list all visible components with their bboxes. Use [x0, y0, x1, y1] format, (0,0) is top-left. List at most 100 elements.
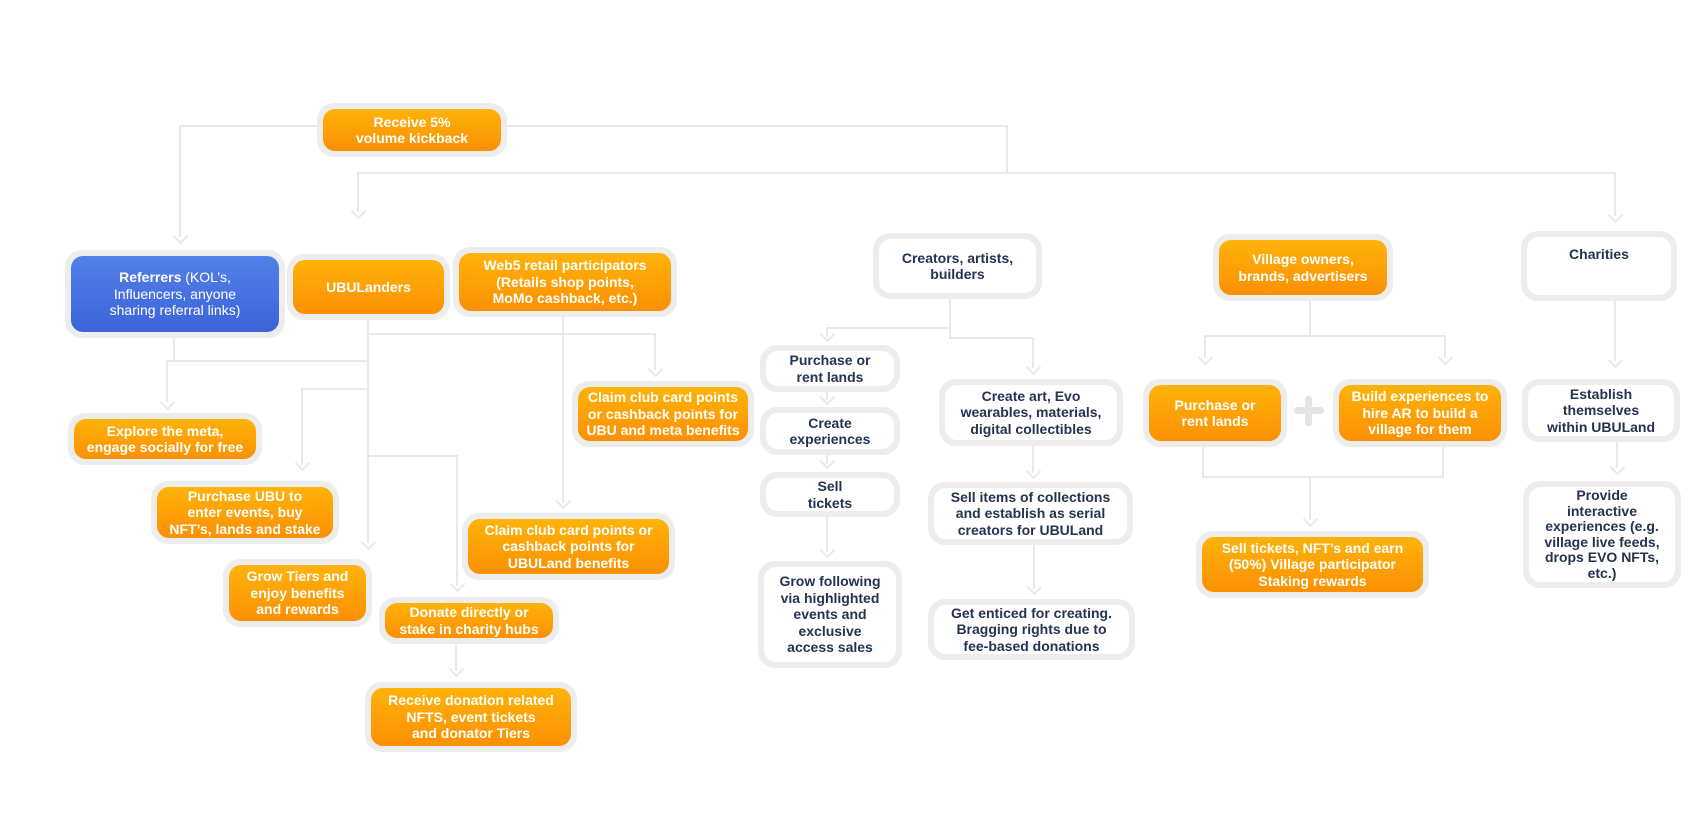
node-claim-ubuland-line: Claim club card points or [484, 521, 653, 538]
node-create-art-line: Create art, Evo [981, 387, 1081, 404]
node-create-experiences-line: experiences [789, 431, 871, 447]
node-establish-ubuland-line: within UBULand [1546, 418, 1656, 435]
connector-line [949, 337, 1034, 339]
node-sell-tickets-line: Sell [817, 478, 843, 494]
arrowhead-down-icon [819, 389, 836, 406]
node-receive-kickback-line: Receive 5% [373, 113, 451, 130]
node-provide-experiences-line: experiences (e.g. [1545, 518, 1659, 534]
node-grow-tiers-line: and rewards [256, 601, 339, 618]
node-purchase-lands-village-line: rent lands [1181, 413, 1249, 429]
node-build-experiences-line: hire AR to build a [1362, 404, 1478, 421]
connector-line [1204, 335, 1446, 337]
connector-line [1309, 301, 1311, 335]
arrowhead-down-icon [360, 534, 377, 551]
connector-line [166, 360, 368, 362]
node-explore-meta: Explore the meta,engage socially for fre… [68, 413, 262, 465]
connector-line [1204, 335, 1206, 358]
node-explore-meta-line: engage socially for free [86, 439, 244, 455]
node-provide-experiences-line: village live feeds, [1544, 533, 1660, 550]
node-sell-items-line: Sell items of collections [950, 488, 1111, 505]
connector-line [455, 645, 457, 671]
node-claim-ubu-meta-line: UBU and meta benefits [586, 422, 740, 439]
connector-line [507, 125, 1007, 127]
connector-line [826, 327, 951, 329]
node-sell-tickets-line: tickets [807, 494, 853, 511]
arrowhead-down-icon [819, 542, 836, 559]
node-get-enticed-line: Bragging rights due to [956, 621, 1107, 638]
node-referrers-segment: Referrers [119, 269, 182, 286]
node-web5-retail-line: Web5 retail participators [483, 257, 647, 274]
node-purchase-lands-creators-line: Purchase or [789, 352, 871, 368]
node-provide-experiences-line: etc.) [1587, 564, 1617, 581]
node-referrers-segment: Influencers, anyone [113, 285, 237, 302]
connector-line [562, 317, 564, 503]
node-charities-body: Charities [1527, 237, 1671, 295]
node-purchase-ubu-line: enter events, buy [187, 504, 303, 521]
connector-line [826, 455, 828, 464]
node-get-enticed-line: fee-based donations [963, 637, 1100, 654]
plus-icon-vbar [1305, 396, 1312, 426]
node-web5-retail-line: MoMo cashback, etc.) [492, 290, 638, 307]
connector-line [1202, 447, 1204, 477]
node-sell-items-line: and establish as serial [955, 505, 1106, 522]
node-ubulanders: UBULanders [287, 254, 450, 320]
node-ubulanders-body: UBULanders [293, 260, 444, 314]
connector-line [1202, 476, 1444, 478]
connector-line [1309, 476, 1311, 520]
node-receive-donation-line: Receive donation related [388, 692, 554, 709]
arrowhead-down-icon [172, 228, 189, 245]
node-grow-tiers-line: enjoy benefits [250, 584, 345, 601]
connector-line [358, 172, 1616, 174]
node-purchase-ubu-line: NFT’s, lands and stake [169, 520, 321, 537]
node-grow-following-line: events and [793, 606, 867, 623]
node-referrers-segment: sharing referral links) [109, 302, 241, 319]
arrowhead-down-icon [294, 455, 311, 472]
arrowhead-down-icon [449, 576, 466, 593]
node-build-experiences-line: village for them [1368, 421, 1472, 438]
node-grow-following-line: Grow following [779, 573, 881, 590]
connector-line [1032, 446, 1034, 473]
connector-line [179, 125, 181, 237]
arrowhead-down-icon [159, 394, 176, 411]
node-claim-ubuland-line: UBULand benefits [507, 554, 630, 571]
connector-line [654, 333, 656, 370]
node-charities: Charities [1521, 231, 1677, 301]
node-create-art-line: digital collectibles [970, 420, 1092, 437]
node-provide-experiences-line: drops EVO NFTs, [1544, 549, 1660, 565]
node-web5-retail-body: Web5 retail participators(Retails shop p… [459, 253, 671, 311]
node-receive-kickback-line: volume kickback [355, 130, 469, 146]
arrowhead-down-icon [1197, 349, 1214, 366]
node-sell-tickets-nft-line: (50%) Village participator [1228, 556, 1396, 573]
arrowhead-down-icon [647, 361, 664, 378]
node-village-owners-body: Village owners,brands, advertisers [1219, 240, 1387, 295]
connector-line [1444, 335, 1446, 358]
node-grow-following-line: via highlighted [780, 589, 880, 606]
node-purchase-lands-village-line: Purchase or [1174, 396, 1256, 413]
connector-line [367, 317, 369, 543]
node-provide-experiences-line: Provide [1576, 487, 1628, 503]
node-sell-tickets-nft-body: Sell tickets, NFT’s and earn(50%) Villag… [1202, 537, 1423, 592]
connector-line [301, 388, 368, 390]
node-claim-ubu-meta-line: or cashback points for [587, 405, 739, 422]
connector-line [357, 172, 359, 212]
